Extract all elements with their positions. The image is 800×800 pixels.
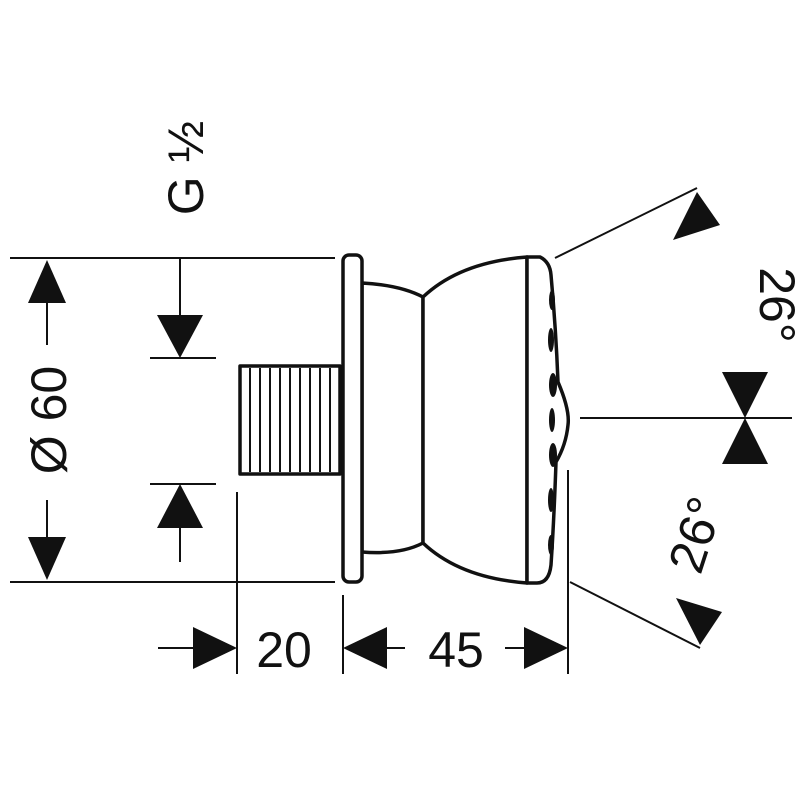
arrow-icon — [676, 598, 722, 645]
arrow-up-icon — [157, 484, 203, 528]
arrow-right-icon — [193, 627, 237, 669]
arrow-up-icon — [28, 260, 66, 303]
arrow-down-icon — [28, 537, 66, 580]
arrow-left-icon — [343, 627, 387, 669]
shower-head-body — [341, 253, 571, 585]
length-dimensions: 20 45 — [158, 622, 568, 678]
threaded-connector — [238, 364, 342, 476]
arrow-right-icon — [524, 627, 568, 669]
thread-dimension: G ½ — [157, 121, 214, 562]
extension-lines — [10, 187, 792, 674]
arrow-icon — [673, 192, 720, 240]
arrow-down-icon — [157, 315, 203, 358]
diameter-label: Ø 60 — [21, 366, 77, 474]
angle-upper-label: 26° — [749, 267, 800, 343]
arrow-up-icon — [722, 418, 768, 464]
thread-length-label: 20 — [256, 622, 312, 678]
body-length-label: 45 — [428, 622, 484, 678]
arrow-down-icon — [722, 372, 768, 418]
diameter-dimension: Ø 60 — [21, 260, 77, 580]
angle-lower-label: 26° — [658, 490, 735, 579]
thread-label: G ½ — [158, 121, 214, 215]
